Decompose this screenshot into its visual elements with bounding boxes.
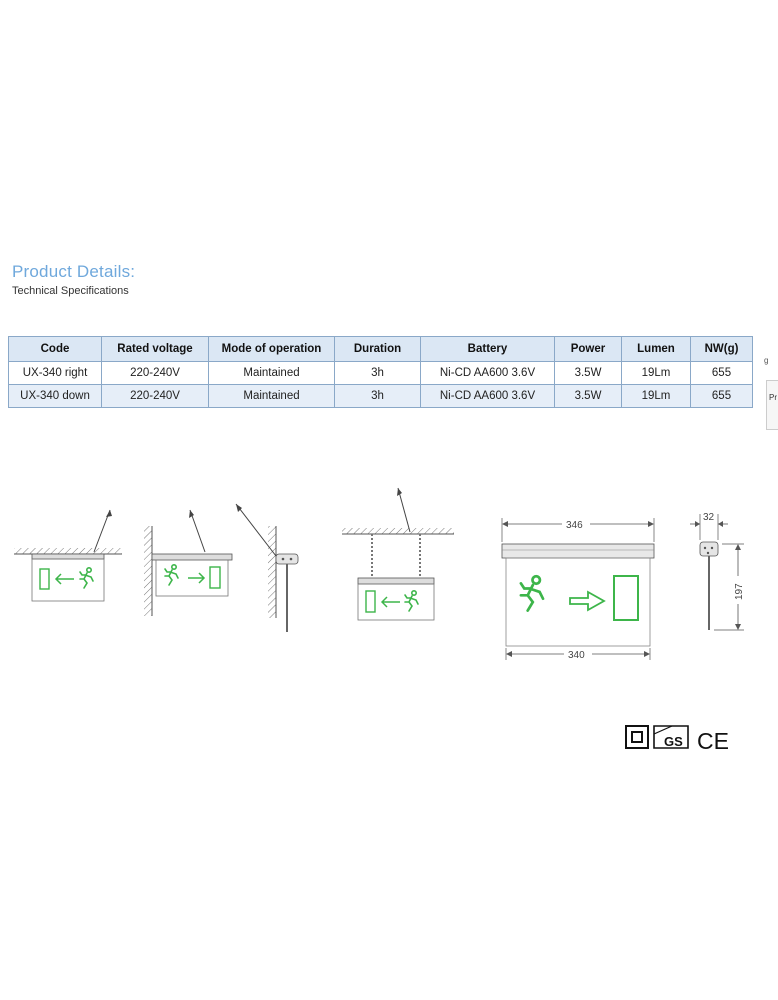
- cell: 3h: [334, 361, 421, 385]
- certification-marks: GS CE: [625, 725, 729, 754]
- spec-table: Code Rated voltage Mode of operation Dur…: [8, 336, 753, 408]
- cell: 220-240V: [101, 384, 209, 408]
- cell: 3.5W: [554, 361, 622, 385]
- cell: Maintained: [208, 361, 335, 385]
- table-header-row: Code Rated voltage Mode of operation Dur…: [8, 336, 753, 362]
- col-mode: Mode of operation: [208, 336, 335, 362]
- dim-width-bottom: 340: [568, 650, 585, 661]
- gs-mark-icon: GS: [653, 725, 689, 749]
- cell: Ni-CD AA600 3.6V: [420, 384, 555, 408]
- cell: 19Lm: [621, 384, 691, 408]
- dim-depth: 32: [703, 512, 715, 523]
- edge-mark: g: [764, 356, 769, 365]
- side-mount-drawing: [235, 503, 299, 632]
- col-power: Power: [554, 336, 622, 362]
- suspended-mount-drawing: [342, 487, 454, 621]
- gs-label: GS: [664, 734, 683, 749]
- col-code: Code: [8, 336, 102, 362]
- edge-tab[interactable]: Pr: [766, 380, 778, 430]
- edge-tab-label: Pr: [769, 393, 777, 402]
- ce-mark-icon: CE: [697, 728, 729, 754]
- cell: 3.5W: [554, 384, 622, 408]
- cell: 19Lm: [621, 361, 691, 385]
- running-man-icon: [519, 574, 545, 612]
- arrow-right-icon: [569, 590, 606, 612]
- cell: Ni-CD AA600 3.6V: [420, 361, 555, 385]
- installation-drawings: 346 340 32 197: [14, 487, 745, 754]
- double-insulation-icon: [625, 725, 649, 749]
- wall-mount-drawing: [144, 509, 233, 616]
- cell: 3h: [334, 384, 421, 408]
- cell: UX-340 down: [8, 384, 102, 408]
- cell: UX-340 right: [8, 361, 102, 385]
- cell: Maintained: [208, 384, 335, 408]
- ceiling-mount-drawing: [14, 509, 122, 602]
- page-subtitle: Technical Specifications: [12, 285, 129, 297]
- col-battery: Battery: [420, 336, 555, 362]
- cell: 655: [690, 384, 753, 408]
- dim-width-top: 346: [566, 520, 583, 531]
- table-row: UX-340 down 220-240V Maintained 3h Ni-CD…: [8, 384, 753, 408]
- page-title: Product Details:: [12, 262, 136, 281]
- col-duration: Duration: [334, 336, 421, 362]
- col-lumen: Lumen: [621, 336, 691, 362]
- cell: 220-240V: [101, 361, 209, 385]
- table-row: UX-340 right 220-240V Maintained 3h Ni-C…: [8, 361, 753, 385]
- exit-door-icon: [613, 575, 639, 621]
- cell: 655: [690, 361, 753, 385]
- col-nw: NW(g): [690, 336, 753, 362]
- front-dimension-drawing: 346 340: [501, 518, 655, 661]
- col-voltage: Rated voltage: [101, 336, 209, 362]
- side-dimension-drawing: 32 197: [690, 512, 745, 631]
- dim-height: 197: [734, 583, 745, 600]
